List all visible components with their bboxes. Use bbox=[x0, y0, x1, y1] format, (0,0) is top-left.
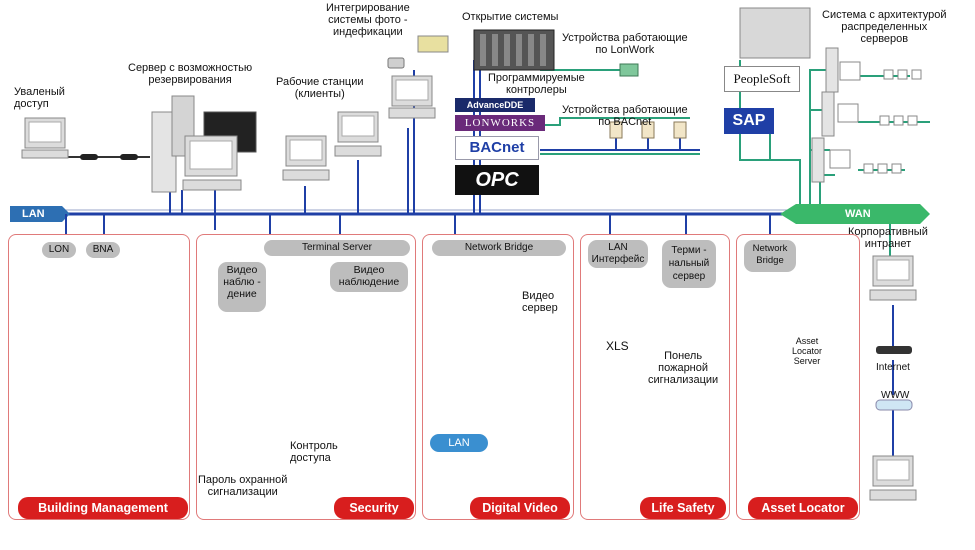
life-safety-tab[interactable]: Life Safety bbox=[640, 497, 726, 519]
workstations-label: Рабочие станции (клиенты) bbox=[276, 76, 364, 100]
network-bridge-pill: Network Bridge bbox=[432, 240, 566, 256]
asset-locator-server-label: Asset Locator Server bbox=[792, 336, 823, 366]
video-server-label: Видео сервер bbox=[522, 290, 558, 314]
internet-label: Internet bbox=[876, 362, 910, 373]
opc-logo: OPC bbox=[455, 165, 539, 195]
remote-access-label: Уваленый доступ bbox=[14, 86, 65, 110]
video-surveillance-pill-1: Видео наблю - дение bbox=[218, 262, 266, 312]
network-bridge-pill-al: Network Bridge bbox=[744, 240, 796, 272]
lonwork-devices-label: Устройства работающие по LonWork bbox=[562, 32, 688, 56]
video-surveillance-pill-2: Видео наблюдение bbox=[330, 262, 408, 292]
terminal-server-pill-ls: Терми - нальный сервер bbox=[662, 240, 716, 288]
digital-video-panel bbox=[422, 234, 574, 520]
lon-pill: LON bbox=[42, 242, 76, 258]
building-management-panel bbox=[8, 234, 190, 520]
asset-locator-panel bbox=[736, 234, 860, 520]
lan-interface-pill: LAN Интерфейс bbox=[588, 240, 648, 268]
xls-label: XLS bbox=[606, 339, 629, 353]
open-system-label: Открытие системы bbox=[462, 11, 559, 23]
corporate-intranet-label: Корпоративный интранет bbox=[848, 226, 928, 250]
dv-lan-pill: LAN bbox=[430, 434, 488, 452]
access-control-label: Контроль доступа bbox=[290, 440, 338, 464]
bacnet-devices-label: Устройства работающие по BACnet bbox=[562, 104, 688, 128]
digital-video-tab[interactable]: Digital Video bbox=[470, 497, 570, 519]
security-tab[interactable]: Security bbox=[334, 497, 414, 519]
computers bbox=[21, 7, 922, 501]
terminal-server-pill: Terminal Server bbox=[264, 240, 410, 256]
sap-logo: SAP bbox=[724, 108, 774, 134]
programmable-controllers-label: Программируемые контролеры bbox=[488, 72, 585, 96]
asset-locator-tab[interactable]: Asset Locator bbox=[748, 497, 858, 519]
backup-server-label: Сервер с возможностью резервирования bbox=[128, 62, 253, 86]
building-management-tab[interactable]: Building Management bbox=[18, 497, 188, 519]
wan-arrow bbox=[780, 204, 930, 224]
www-label: WWW bbox=[881, 390, 910, 401]
peoplesoft-logo: PeopleSoft bbox=[724, 66, 800, 92]
alarm-password-label: Пароль охранной сигнализации bbox=[198, 474, 288, 498]
distributed-arch-label: Система с архитектурой распределенных се… bbox=[822, 9, 947, 45]
fire-panel-label: Понель пожарной сигнализации bbox=[648, 350, 719, 386]
lan-label: LAN bbox=[22, 208, 45, 220]
photo-id-label: Интегрирование системы фото - индефикаци… bbox=[326, 2, 410, 38]
lonworks-logo: LONWORKS bbox=[455, 115, 545, 131]
advancedde-logo: AdvanceDDE bbox=[455, 98, 535, 112]
lan-arrow bbox=[10, 206, 70, 222]
bna-pill: BNA bbox=[86, 242, 120, 258]
bacnet-logo: BACnet bbox=[455, 136, 539, 160]
wan-label: WAN bbox=[845, 208, 871, 220]
